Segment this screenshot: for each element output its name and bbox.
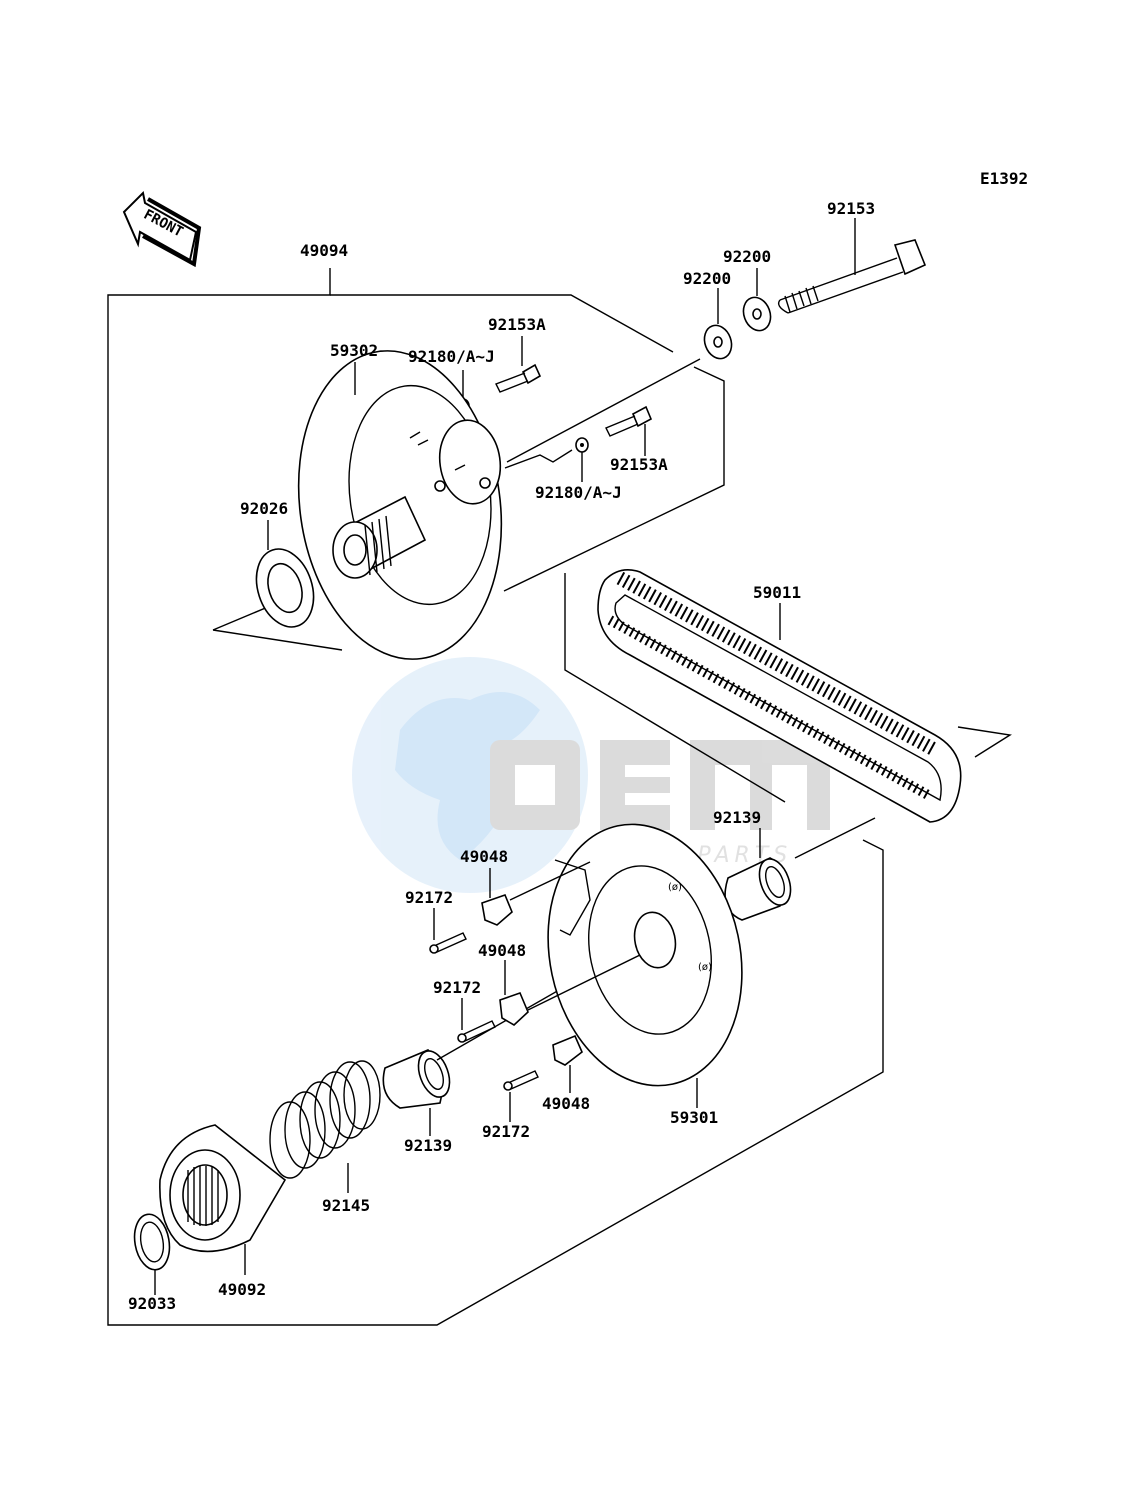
label-59301: 59301 — [670, 1108, 718, 1127]
washer-92180-mid — [575, 437, 589, 482]
bolt-92153 — [777, 218, 927, 314]
label-92200-right: 92200 — [723, 247, 771, 266]
movable-sheave-59301: (ø) (ø) — [547, 823, 743, 1108]
label-92180-mid: 92180/A~J — [535, 483, 622, 502]
svg-text:(ø): (ø) — [698, 962, 712, 973]
part-labels: 92153 92200 92200 49094 92153A 59302 921… — [128, 199, 875, 1313]
washer-92200-right — [742, 268, 772, 332]
front-direction-arrow: FRONT — [122, 190, 202, 268]
label-49048-c: 49048 — [542, 1094, 590, 1113]
screw-92172-a — [429, 908, 467, 954]
watermark-letter-e — [600, 740, 670, 830]
label-49094: 49094 — [300, 241, 348, 260]
screw-92172-b — [457, 998, 496, 1043]
fixed-sheave-59302 — [297, 350, 701, 660]
label-92026: 92026 — [240, 499, 288, 518]
label-92153a-mid: 92153A — [610, 455, 668, 474]
label-49092: 49092 — [218, 1280, 266, 1299]
weight-49048-c — [552, 1034, 583, 1093]
cam-49092 — [159, 1124, 287, 1275]
label-92033: 92033 — [128, 1294, 176, 1313]
snap-ring-92033 — [133, 1213, 171, 1295]
label-49048-b: 49048 — [478, 941, 526, 960]
label-49048-a: 49048 — [460, 847, 508, 866]
label-92172-a: 92172 — [405, 888, 453, 907]
bolt-92153a-top — [495, 336, 542, 393]
label-92180-top: 92180/A~J — [408, 347, 495, 366]
label-92153a-top: 92153A — [488, 315, 546, 334]
label-92200-left: 92200 — [683, 269, 731, 288]
watermark-continents — [395, 692, 540, 860]
washer-92200-left — [703, 288, 733, 360]
spring-92145 — [269, 1060, 381, 1193]
collar-92139-right — [724, 828, 792, 921]
assembly-outline — [107, 268, 1012, 1326]
label-92172-c: 92172 — [482, 1122, 530, 1141]
label-92139-left: 92139 — [404, 1136, 452, 1155]
bolt-92153a-mid — [605, 405, 653, 456]
label-92172-b: 92172 — [433, 978, 481, 997]
label-92153: 92153 — [827, 199, 875, 218]
label-92145: 92145 — [322, 1196, 370, 1215]
diagram-code: E1392 — [980, 169, 1028, 188]
washer-92026 — [255, 520, 315, 628]
label-59011: 59011 — [753, 583, 801, 602]
drive-belt-59011 — [597, 569, 962, 823]
weight-49048-a — [481, 861, 591, 926]
svg-text:(ø): (ø) — [668, 882, 682, 893]
label-92139-right: 92139 — [713, 808, 761, 827]
screw-92172-c — [503, 1070, 539, 1122]
weight-49048-b — [499, 954, 641, 1026]
label-59302: 59302 — [330, 341, 378, 360]
